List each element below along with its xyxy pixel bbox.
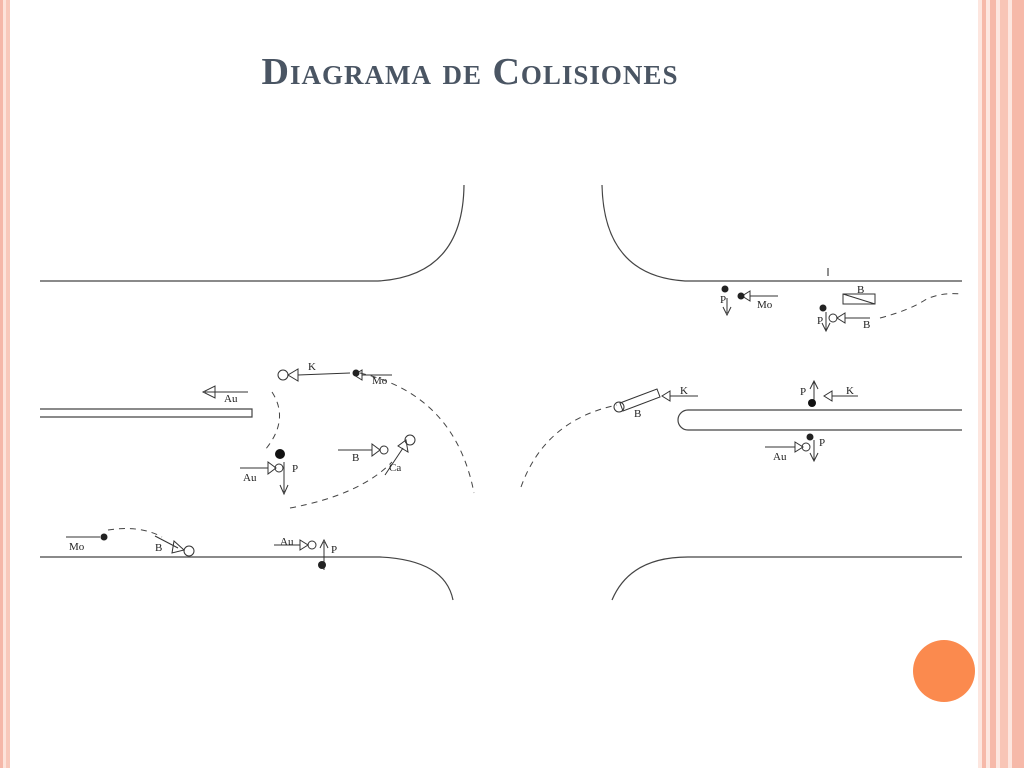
label-mo-bottom: Mo (69, 541, 85, 553)
trajectory-left-arc (359, 372, 475, 494)
motorcycle-dot-top (352, 369, 360, 377)
label-b-tr2: B (863, 319, 870, 331)
road-edge-bottom-right (611, 556, 962, 601)
label-b-bottom: B (155, 542, 162, 554)
vehicle-b-bottom-icon (171, 540, 186, 554)
trajectory-center (520, 404, 618, 488)
vehicle-b-tr-icon (836, 312, 846, 324)
vehicle-au-bottom-icon (299, 539, 309, 551)
median-left (40, 408, 253, 418)
label-au-bottom: Au (280, 536, 294, 548)
label-au-right: Au (773, 451, 787, 463)
label-au-mid: Au (243, 472, 257, 484)
label-au-left: Au (224, 393, 238, 405)
right-decorative-border (978, 0, 1024, 768)
accent-circle (913, 640, 975, 702)
label-ca-mid: Ca (389, 462, 401, 474)
label-p-tr1: P (720, 294, 726, 306)
label-b-right: B (634, 408, 641, 420)
pedestrian-dot-mid (275, 449, 285, 459)
trajectory-bottom-b (107, 528, 163, 538)
label-b-tr-box: B (857, 284, 864, 296)
label-p-bottom: P (331, 544, 337, 556)
vehicle-k-right2-icon (823, 390, 833, 402)
pedestrian-halfdot-bottom (318, 561, 326, 569)
label-k-right2: K (846, 385, 854, 397)
median-right (677, 409, 962, 431)
label-mo-tr: Mo (757, 299, 773, 311)
label-b-mid: B (352, 452, 359, 464)
vehicle-au-right-icon (794, 441, 804, 453)
trajectory-top-right (879, 293, 963, 319)
vehicle-b-box-icon (842, 293, 876, 305)
vehicle-b-right-icon (619, 388, 661, 412)
motorcycle-dot-tr (737, 292, 745, 300)
label-k-right: K (680, 385, 688, 397)
trajectory-left-curve (264, 391, 281, 451)
road-edge-top-left (40, 184, 465, 282)
trajectory-ca (289, 461, 393, 509)
motorcycle-dot-bottom (100, 533, 108, 541)
vehicle-k-right-icon (661, 390, 671, 402)
label-p-mid: P (292, 463, 298, 475)
left-decorative-border (0, 0, 10, 768)
vehicle-k-top-icon (287, 368, 299, 382)
label-p-right1: P (800, 386, 806, 398)
vehicle-au-left-icon (201, 385, 216, 399)
vehicle-mo-tr-icon (741, 290, 751, 302)
label-p-right2: P (819, 437, 825, 449)
pedestrian-dot-right (808, 399, 816, 407)
road-edge-bottom-left (40, 556, 454, 601)
vehicle-ca-icon (397, 439, 409, 453)
slide-title: Diagrama de Colisiones (261, 51, 679, 93)
pedestrian-halfdot-right (806, 433, 814, 441)
label-p-tr2: P (817, 315, 823, 327)
label-mo-top: Mo (372, 375, 388, 387)
vehicle-b-mid-icon (371, 443, 381, 457)
road-edge-top-right (601, 184, 962, 282)
pedestrian-halfdot-tr2 (819, 304, 827, 312)
vehicle-au-mid-icon (267, 461, 277, 475)
pedestrian-halfdot-tr1 (721, 285, 729, 293)
label-k-top: K (308, 361, 316, 373)
